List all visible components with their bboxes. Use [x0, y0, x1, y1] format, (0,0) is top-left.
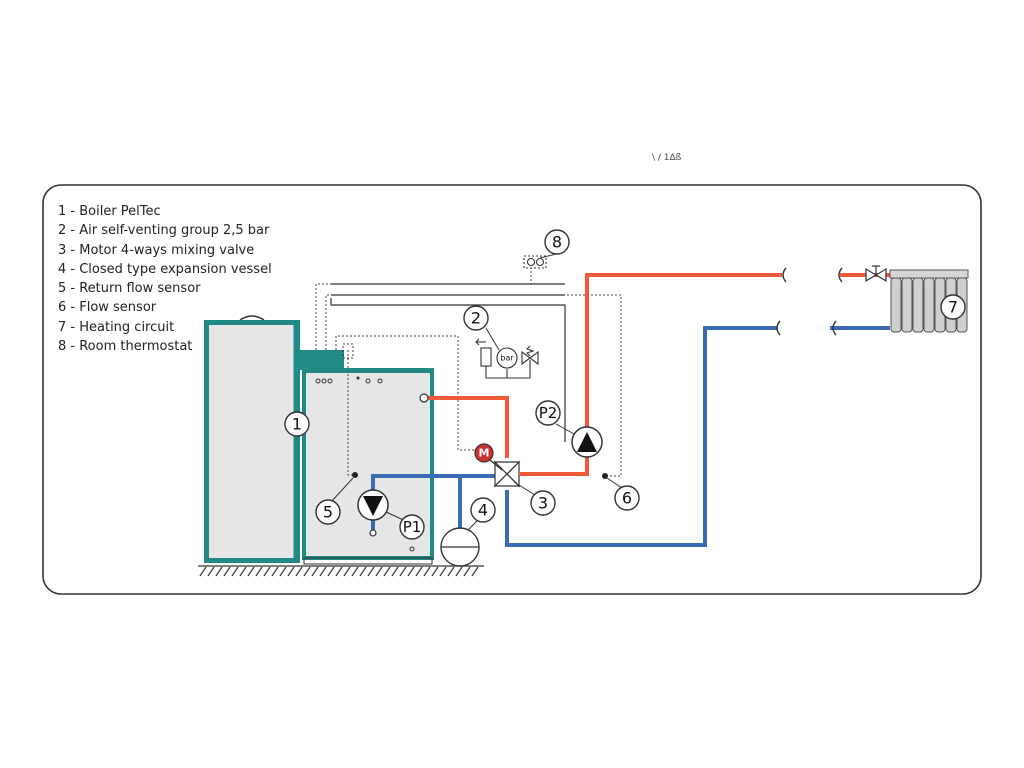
callout-2-label: 2: [471, 309, 481, 328]
callout-2: 2: [463, 305, 489, 331]
ground-hatch: [198, 565, 484, 577]
air-venting-group-icon: [475, 338, 539, 379]
pipe-break-symbols: [776, 267, 843, 336]
callout-4: 4: [470, 497, 496, 523]
callout-7: 7: [940, 294, 966, 320]
mixing-valve-icon: [493, 460, 521, 488]
leader-lines: [331, 253, 623, 531]
callout-6: 6: [614, 485, 640, 511]
pump-p2-icon: [571, 426, 603, 458]
expansion-vessel-icon: [440, 527, 480, 567]
return-sensor-dot: [352, 472, 358, 478]
boiler-pellet-tank: [204, 315, 300, 563]
boiler-burner-box: [300, 350, 344, 370]
legend-item-3: 3 - Motor 4-ways mixing valve: [58, 243, 254, 258]
legend-item-4: 4 - Closed type expansion vessel: [58, 262, 272, 277]
legend-item-2: 2 - Air self-venting group 2,5 bar: [58, 223, 270, 238]
legend-item-6: 6 - Flow sensor: [58, 300, 157, 315]
callout-8: 8: [544, 229, 570, 255]
legend: 1 - Boiler PelTec 2 - Air self-venting g…: [58, 204, 272, 354]
legend-item-5: 5 - Return flow sensor: [58, 281, 201, 296]
radiator-valve-icon: [865, 265, 887, 283]
callout-p1-label: P1: [403, 518, 422, 536]
callout-6-label: 6: [622, 489, 632, 508]
callout-8-label: 8: [552, 233, 562, 252]
legend-item-1: 1 - Boiler PelTec: [58, 204, 161, 219]
return-pipes: [371, 326, 890, 547]
callout-5-label: 5: [323, 503, 333, 522]
callout-5: 5: [315, 499, 341, 525]
callout-1: 1: [284, 411, 310, 437]
boiler-main-body: [302, 343, 434, 565]
callout-p2-label: P2: [539, 404, 558, 422]
pressure-gauge-label: bar: [500, 354, 514, 363]
callout-4-label: 4: [478, 501, 488, 520]
boiler-return-inlet: [369, 529, 377, 537]
top-cropped-fragment: \ / 1Δß: [652, 153, 682, 163]
sensor-wires: [330, 283, 566, 442]
legend-item-8: 8 - Room thermostat: [58, 339, 192, 354]
room-thermostat-icon: [523, 255, 547, 269]
motor-icon: [474, 443, 494, 463]
flow-sensor-dot: [602, 473, 608, 479]
boiler-flow-outlet: [419, 393, 429, 403]
legend-item-7: 7 - Heating circuit: [58, 320, 174, 335]
callout-3-label: 3: [538, 494, 548, 513]
callout-3: 3: [530, 490, 556, 516]
callout-1-label: 1: [292, 415, 302, 434]
callout-7-label: 7: [948, 298, 958, 317]
callout-p1: P1: [399, 514, 425, 540]
callout-p2: P2: [535, 400, 561, 426]
pump-p1-icon: [357, 489, 389, 521]
diagram-frame: [42, 184, 982, 595]
motor-label: M: [479, 447, 490, 460]
motor-stem: [489, 459, 503, 471]
